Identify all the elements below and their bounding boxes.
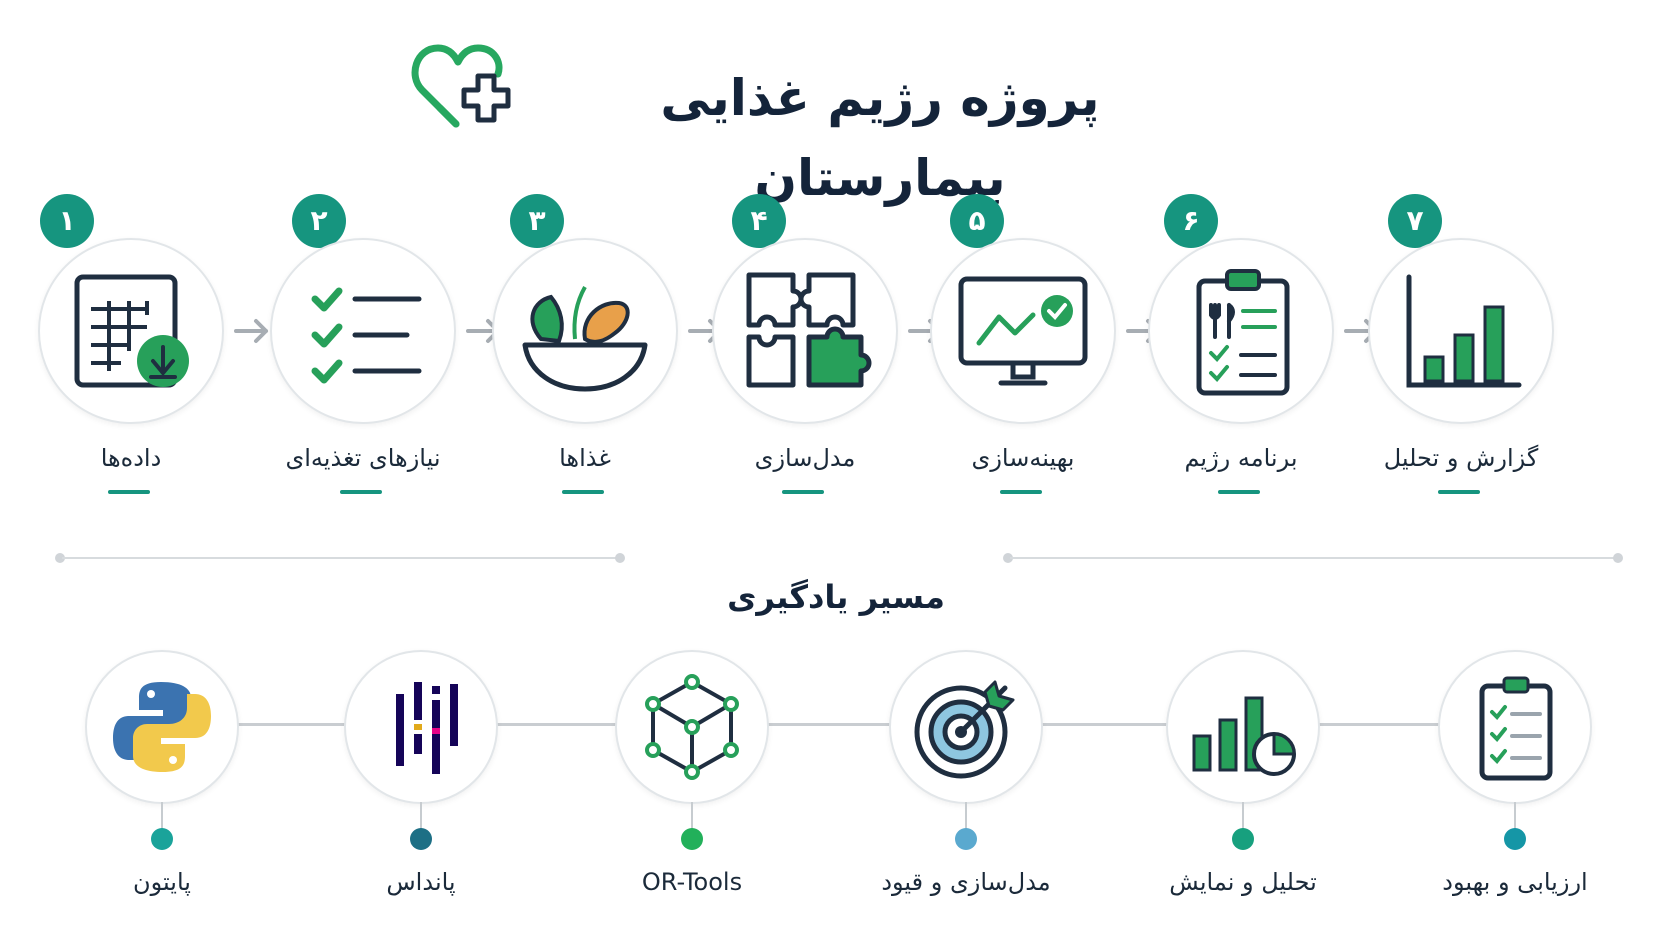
learning-path-item: پانداس — [344, 650, 498, 900]
step-icon-circle — [1368, 238, 1554, 424]
tool-node-dot — [151, 828, 173, 850]
tool-icon-circle — [615, 650, 769, 804]
divider-dot — [615, 553, 625, 563]
step-underline — [340, 490, 382, 494]
tool-icon-circle — [344, 650, 498, 804]
learning-path-item: تحلیل و نمایش — [1166, 650, 1320, 900]
learning-path-item: پایتون — [85, 650, 239, 900]
divider-dot-left — [55, 553, 65, 563]
learning-path-item: ارزیابی و بهبود — [1438, 650, 1592, 900]
step-icon-circle — [492, 238, 678, 424]
step-underline — [782, 490, 824, 494]
divider-line-left — [62, 557, 617, 559]
process-step: ۶ برنامه رژیم — [1148, 194, 1334, 494]
tool-icon-circle — [1438, 650, 1592, 804]
step-number-badge: ۳ — [510, 194, 564, 248]
tool-node-dot — [681, 828, 703, 850]
step-label: برنامه رژیم — [1184, 444, 1298, 472]
step-underline — [1000, 490, 1042, 494]
step-label: غذاها — [559, 444, 611, 472]
step-icon-circle — [712, 238, 898, 424]
tool-icon-circle — [85, 650, 239, 804]
learning-path-item: مدل‌سازی و قیود — [881, 650, 1051, 900]
step-label: مدل‌سازی — [754, 444, 856, 472]
tool-label: مدل‌سازی و قیود — [881, 868, 1051, 896]
tool-label: ارزیابی و بهبود — [1442, 868, 1588, 896]
process-step: ۵ بهینه‌سازی — [930, 194, 1116, 494]
process-step: ۳ غذاها — [492, 194, 678, 494]
step-number-badge: ۴ — [732, 194, 786, 248]
divider-dot — [1003, 553, 1013, 563]
tool-connector — [161, 802, 163, 830]
step-icon-circle — [1148, 238, 1334, 424]
divider-line-right — [1010, 557, 1615, 559]
process-step: ۲ نیازهای تغذیه‌ای — [270, 194, 456, 494]
tool-icon-circle — [889, 650, 1043, 804]
divider-dot-right — [1613, 553, 1623, 563]
process-step: ۴ مدل‌سازی — [712, 194, 898, 494]
page-title: پروژه رژیم غذایی بیمارستان — [660, 69, 1100, 207]
tool-label: OR-Tools — [641, 868, 743, 896]
tool-connector — [965, 802, 967, 830]
tool-label: پانداس — [386, 868, 456, 896]
flow-arrow-icon — [232, 316, 272, 346]
tool-node-dot — [410, 828, 432, 850]
step-icon-circle — [270, 238, 456, 424]
step-icon-circle — [38, 238, 224, 424]
tool-connector — [691, 802, 693, 830]
tool-label: تحلیل و نمایش — [1169, 868, 1317, 896]
step-number-badge: ۶ — [1164, 194, 1218, 248]
learning-path-item: OR-Tools — [615, 650, 769, 900]
step-number-badge: ۷ — [1388, 194, 1442, 248]
learning-path-title: مسیر یادگیری — [727, 578, 945, 616]
tool-label: پایتون — [133, 868, 191, 896]
tool-node-dot — [1504, 828, 1526, 850]
learning-path-line — [190, 723, 1530, 726]
heart-plus-icon — [410, 38, 520, 138]
tool-icon-circle — [1166, 650, 1320, 804]
step-label: گزارش و تحلیل — [1383, 444, 1539, 472]
tool-node-dot — [955, 828, 977, 850]
step-icon-circle — [930, 238, 1116, 424]
step-label: داده‌ها — [100, 444, 162, 472]
step-number-badge: ۵ — [950, 194, 1004, 248]
step-underline — [108, 490, 150, 494]
tool-connector — [1242, 802, 1244, 830]
tool-connector — [1514, 802, 1516, 830]
step-underline — [562, 490, 604, 494]
process-step: ۱ داده‌ها — [38, 194, 224, 494]
step-number-badge: ۱ — [40, 194, 94, 248]
step-number-badge: ۲ — [292, 194, 346, 248]
tool-node-dot — [1232, 828, 1254, 850]
process-step: ۷ گزارش و تحلیل — [1368, 194, 1554, 494]
step-label: نیازهای تغذیه‌ای — [285, 444, 441, 472]
step-underline — [1218, 490, 1260, 494]
step-label: بهینه‌سازی — [971, 444, 1075, 472]
step-underline — [1438, 490, 1480, 494]
tool-connector — [420, 802, 422, 830]
